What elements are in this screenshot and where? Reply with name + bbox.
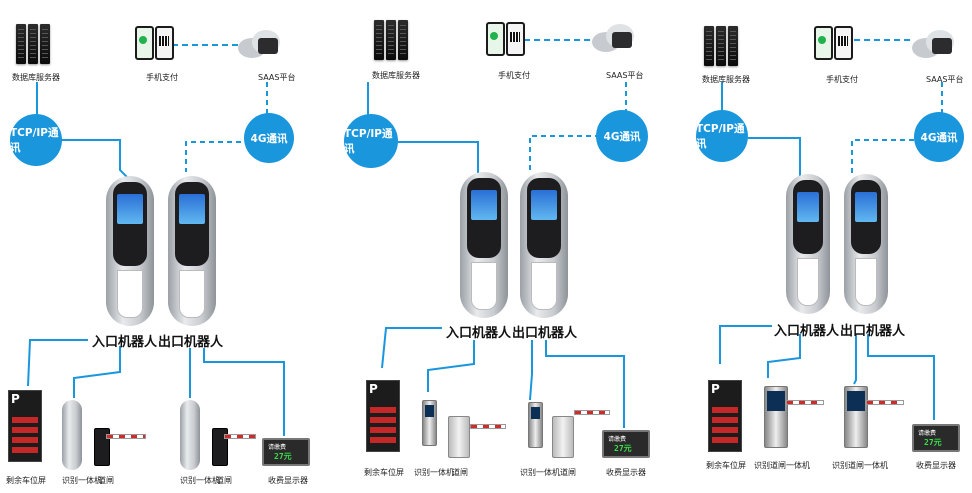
sign-p-letter: P <box>369 382 378 396</box>
fee-display-image: 请缴费 27元 <box>262 438 310 466</box>
remaining-screen-label: 剩余车位屏 <box>364 468 404 477</box>
entry-robot-image <box>460 172 508 318</box>
fee-display-text: 请缴费 <box>918 430 937 437</box>
recognizer-entry-image <box>422 400 437 446</box>
4g-label: 4G通讯 <box>603 130 641 143</box>
entry-robot-label: 入口机器人 <box>92 335 158 350</box>
cloud-icon <box>592 24 634 52</box>
recognizer-barrier-label-2: 识别道闸一体机 <box>832 461 888 470</box>
barrier-label-2: 道闸 <box>216 476 232 485</box>
recognizer-exit-image <box>180 400 200 470</box>
exit-robot-image <box>168 176 216 326</box>
barrier-label-2: 道闸 <box>560 468 576 477</box>
remaining-space-sign: P <box>8 390 42 462</box>
barrier-arm-entry <box>470 424 506 429</box>
remaining-screen-label: 剩余车位屏 <box>6 476 46 485</box>
remaining-screen-label: 剩余车位屏 <box>706 461 746 470</box>
remaining-space-sign: P <box>708 380 742 452</box>
fee-display-text: 请缴费 <box>608 436 627 443</box>
recognizer-barrier-exit-image <box>844 386 868 448</box>
connector-lines <box>367 39 627 428</box>
wechat-pay-phone-icon <box>486 22 505 56</box>
connector-lines <box>27 44 285 436</box>
recognizer-entry-image <box>62 400 82 470</box>
4g-bubble: 4G通讯 <box>596 110 648 162</box>
4g-label: 4G通讯 <box>250 132 288 145</box>
qr-pay-phone-icon <box>834 26 853 60</box>
mobile-pay-label: 手机支付 <box>146 73 178 82</box>
panel-1: 数据库服务器 手机支付 SAAS平台 TCP/IP通讯 4G通讯 入口机器人 出… <box>0 0 324 493</box>
entry-robot-label: 入口机器人 <box>774 324 840 339</box>
fee-display-text: 请缴费 <box>268 444 287 451</box>
recognizer-label-1: 识别一体机 <box>62 476 102 485</box>
exit-robot-label: 出口机器人 <box>512 326 578 341</box>
qr-pay-phone-icon <box>506 22 525 56</box>
database-server-label: 数据库服务器 <box>12 73 60 82</box>
panel-3: 数据库服务器 手机支付 SAAS平台 TCP/IP通讯 4G通讯 入口机器人 出… <box>648 0 972 493</box>
tcp-ip-bubble: TCP/IP通讯 <box>10 114 62 166</box>
recognizer-barrier-label-1: 识别道闸一体机 <box>754 461 810 470</box>
barrier-label-1: 道闸 <box>452 468 468 477</box>
exit-robot-image <box>844 174 888 314</box>
fee-display-image: 请缴费 27元 <box>602 430 650 458</box>
recognizer-barrier-entry-image <box>764 386 788 448</box>
barrier-arm-entry <box>106 434 146 439</box>
qr-pay-phone-icon <box>155 26 174 60</box>
exit-robot-image <box>520 172 568 318</box>
exit-robot-label: 出口机器人 <box>840 324 906 339</box>
4g-bubble: 4G通讯 <box>244 113 294 163</box>
sign-p-letter: P <box>11 392 20 406</box>
tcp-ip-label: TCP/IP通讯 <box>344 128 393 155</box>
entry-robot-image <box>106 176 154 326</box>
database-server-icon <box>16 24 50 64</box>
recognizer-label-2: 识别一体机 <box>520 468 560 477</box>
tcp-ip-bubble: TCP/IP通讯 <box>344 114 398 168</box>
barrier-arm-entry <box>786 400 824 405</box>
fee-display-image: 请缴费 27元 <box>912 424 960 452</box>
database-server-label: 数据库服务器 <box>702 75 750 84</box>
exit-robot-label: 出口机器人 <box>158 335 224 350</box>
saas-label: SAAS平台 <box>926 75 964 84</box>
4g-label: 4G通讯 <box>920 131 958 144</box>
barrier-exit-image <box>552 416 574 458</box>
database-server-icon <box>704 26 738 66</box>
recognizer-label-1: 识别一体机 <box>414 468 454 477</box>
fee-display-value: 27元 <box>924 438 942 447</box>
fee-display-label: 收费显示器 <box>916 461 956 470</box>
saas-label: SAAS平台 <box>258 73 296 82</box>
wechat-pay-phone-icon <box>135 26 154 60</box>
entry-robot-label: 入口机器人 <box>446 326 512 341</box>
recognizer-label-2: 识别一体机 <box>180 476 220 485</box>
fee-display-value: 27元 <box>614 444 632 453</box>
database-server-icon <box>374 20 408 60</box>
remaining-space-sign: P <box>366 380 400 452</box>
mobile-pay-label: 手机支付 <box>498 71 530 80</box>
cloud-icon <box>912 30 954 58</box>
barrier-label-1: 道闸 <box>98 476 114 485</box>
panel-2: 数据库服务器 手机支付 SAAS平台 TCP/IP通讯 4G通讯 入口机器人 出… <box>324 0 650 493</box>
4g-bubble: 4G通讯 <box>914 112 964 162</box>
entry-robot-image <box>786 174 830 314</box>
fee-display-value: 27元 <box>274 452 292 461</box>
sign-p-letter: P <box>711 382 720 396</box>
wechat-pay-phone-icon <box>814 26 833 60</box>
barrier-arm-exit <box>574 410 610 415</box>
fee-display-label: 收费显示器 <box>268 476 308 485</box>
tcp-ip-label: TCP/IP通讯 <box>10 127 59 154</box>
cloud-icon <box>238 30 280 58</box>
tcp-ip-label: TCP/IP通讯 <box>696 123 745 150</box>
barrier-arm-exit <box>224 434 256 439</box>
database-server-label: 数据库服务器 <box>372 71 420 80</box>
barrier-entry-image <box>448 416 470 458</box>
recognizer-exit-image <box>528 402 543 448</box>
mobile-pay-label: 手机支付 <box>826 75 858 84</box>
tcp-ip-bubble: TCP/IP通讯 <box>696 110 748 162</box>
barrier-arm-exit <box>866 400 904 405</box>
fee-display-label: 收费显示器 <box>606 468 646 477</box>
saas-label: SAAS平台 <box>606 71 644 80</box>
